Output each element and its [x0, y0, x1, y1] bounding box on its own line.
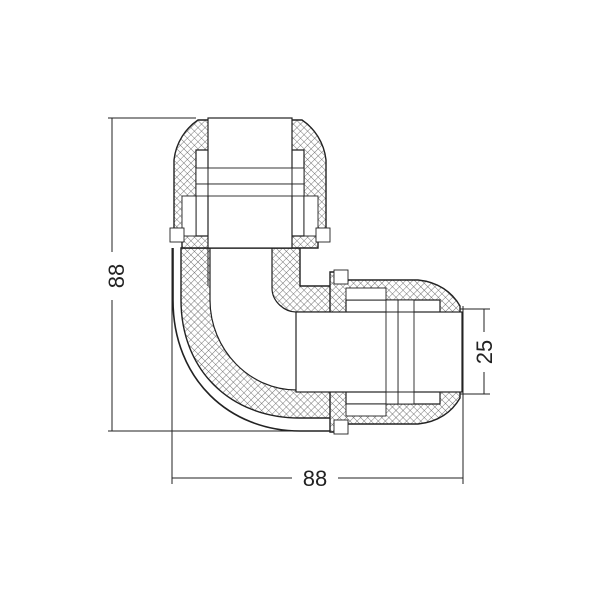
right-seal-top [345, 287, 387, 301]
dimension-width: 88 [171, 248, 464, 491]
right-pipe-stub [295, 311, 463, 393]
top-gripping-ring [195, 183, 305, 197]
right-clamp-ring [397, 299, 415, 405]
right-flange-bottom [333, 419, 349, 435]
right-seal-bottom [345, 403, 387, 417]
dim-width-label: 88 [303, 466, 327, 491]
top-clamp-ring [195, 167, 305, 185]
top-seal-right [303, 195, 319, 237]
elbow-outer-edge [172, 248, 342, 432]
right-gripping-ring [385, 299, 399, 405]
top-seal-left [181, 195, 197, 237]
top-flange-right [315, 227, 331, 243]
dimension-diameter: 25 [440, 308, 497, 395]
top-socket [169, 117, 331, 286]
right-socket [295, 269, 463, 435]
top-flange-left [169, 227, 185, 243]
dim-diameter-label: 25 [472, 340, 497, 364]
right-flange-top [333, 269, 349, 285]
dimension-height: 88 [104, 117, 342, 432]
dim-height-label: 88 [104, 264, 129, 288]
